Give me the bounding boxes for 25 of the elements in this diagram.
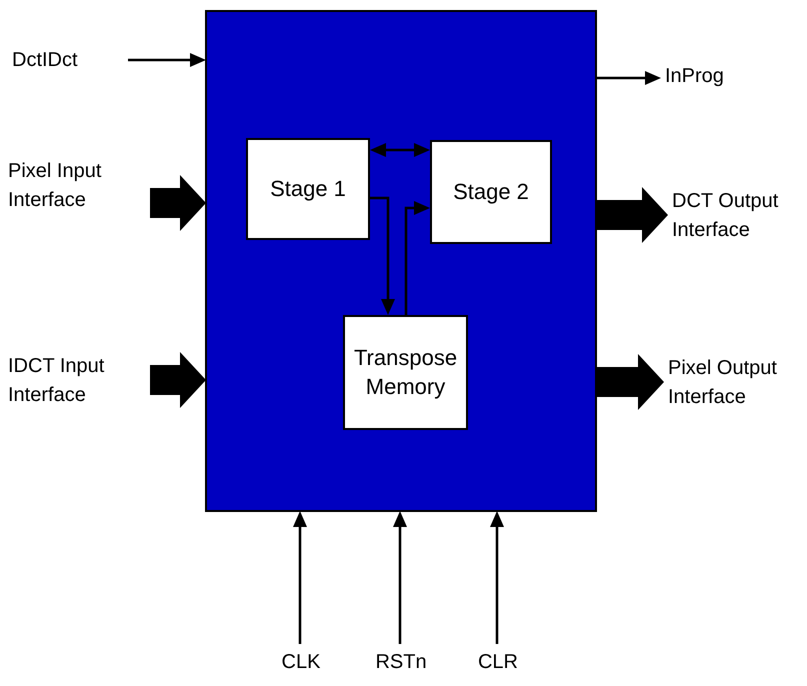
signal-arrow [404,201,430,315]
signal-label: Pixel Input Interface [8,157,146,219]
signal-arrow [370,143,430,157]
signal-label: Pixel Output Interface [668,354,804,416]
signal-arrow [293,511,307,644]
signal-label: CLK [276,648,326,680]
signal-arrow [596,71,661,85]
module-block [205,10,597,512]
process-box: Transpose Memory [343,315,468,430]
bus-arrow [150,352,206,408]
signal-label: DctIDct [12,46,124,76]
bus-arrow [596,187,668,243]
process-box: Stage 1 [246,138,370,240]
signal-arrow [370,196,395,315]
signal-arrow [393,511,407,644]
signal-label: IDCT Input Interface [8,352,146,414]
process-box: Stage 2 [430,140,552,244]
signal-label: InProg [665,62,765,92]
bus-arrow [596,354,664,410]
signal-arrow [490,511,504,644]
signal-label: RSTn [372,648,430,680]
signal-arrow [128,53,206,67]
signal-label: CLR [474,648,522,680]
bus-arrow [150,175,206,231]
signal-label: DCT Output Interface [672,187,804,249]
